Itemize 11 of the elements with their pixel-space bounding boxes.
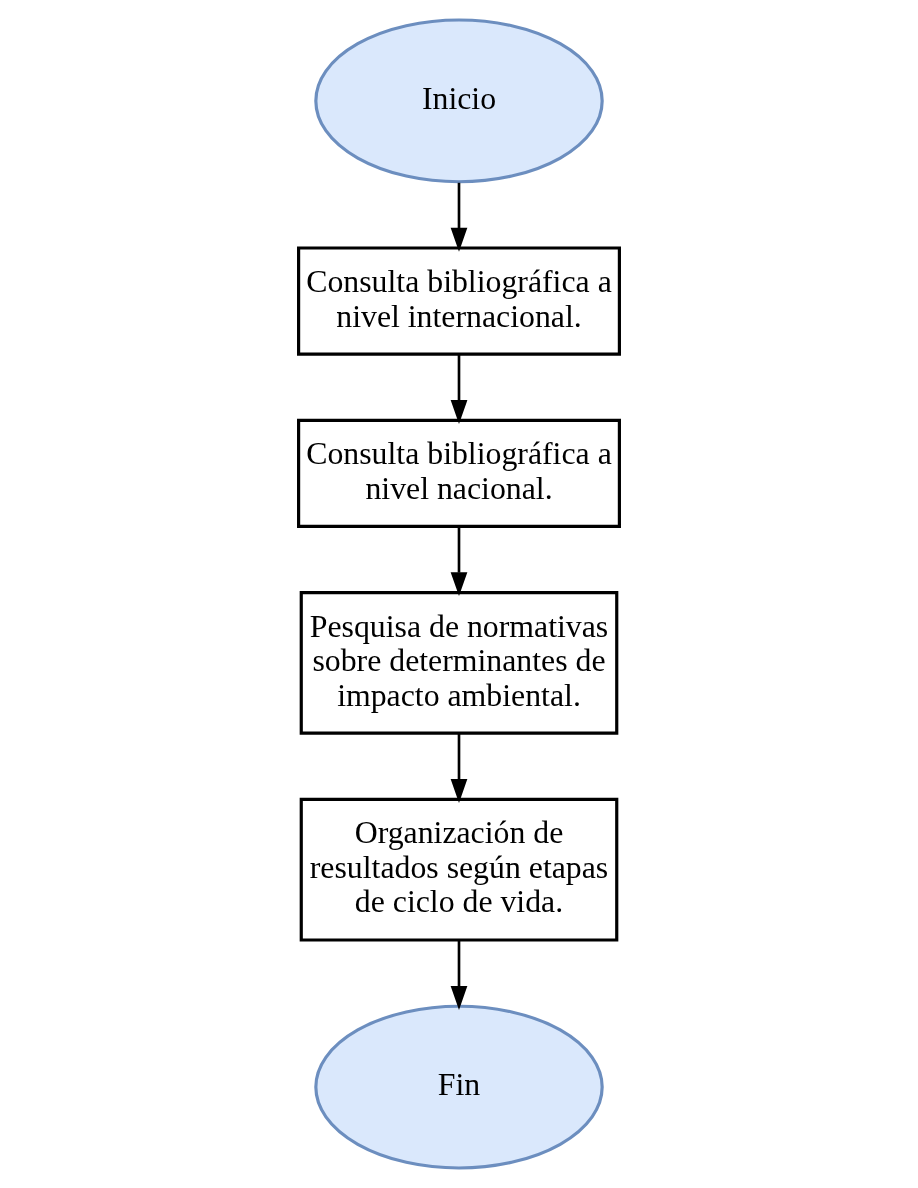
arrow [450,940,468,1010]
arrow [450,527,468,596]
node-box: Pesquisa de normativas sobre determinantes de impacto ambiental. [299,591,619,735]
node-ellipse: Inicio [314,18,604,184]
arrow [450,354,468,424]
arrow [450,182,468,252]
node-box: Consulta bibliográfica a nivel internacional. [297,246,621,356]
node-ellipse: Fin [314,1004,604,1170]
node-box: Organización de resultados según etapas de ciclo de vida. [299,797,619,942]
arrow [450,733,468,803]
node-box: Consulta bibliográfica a nivel nacional. [297,418,621,528]
